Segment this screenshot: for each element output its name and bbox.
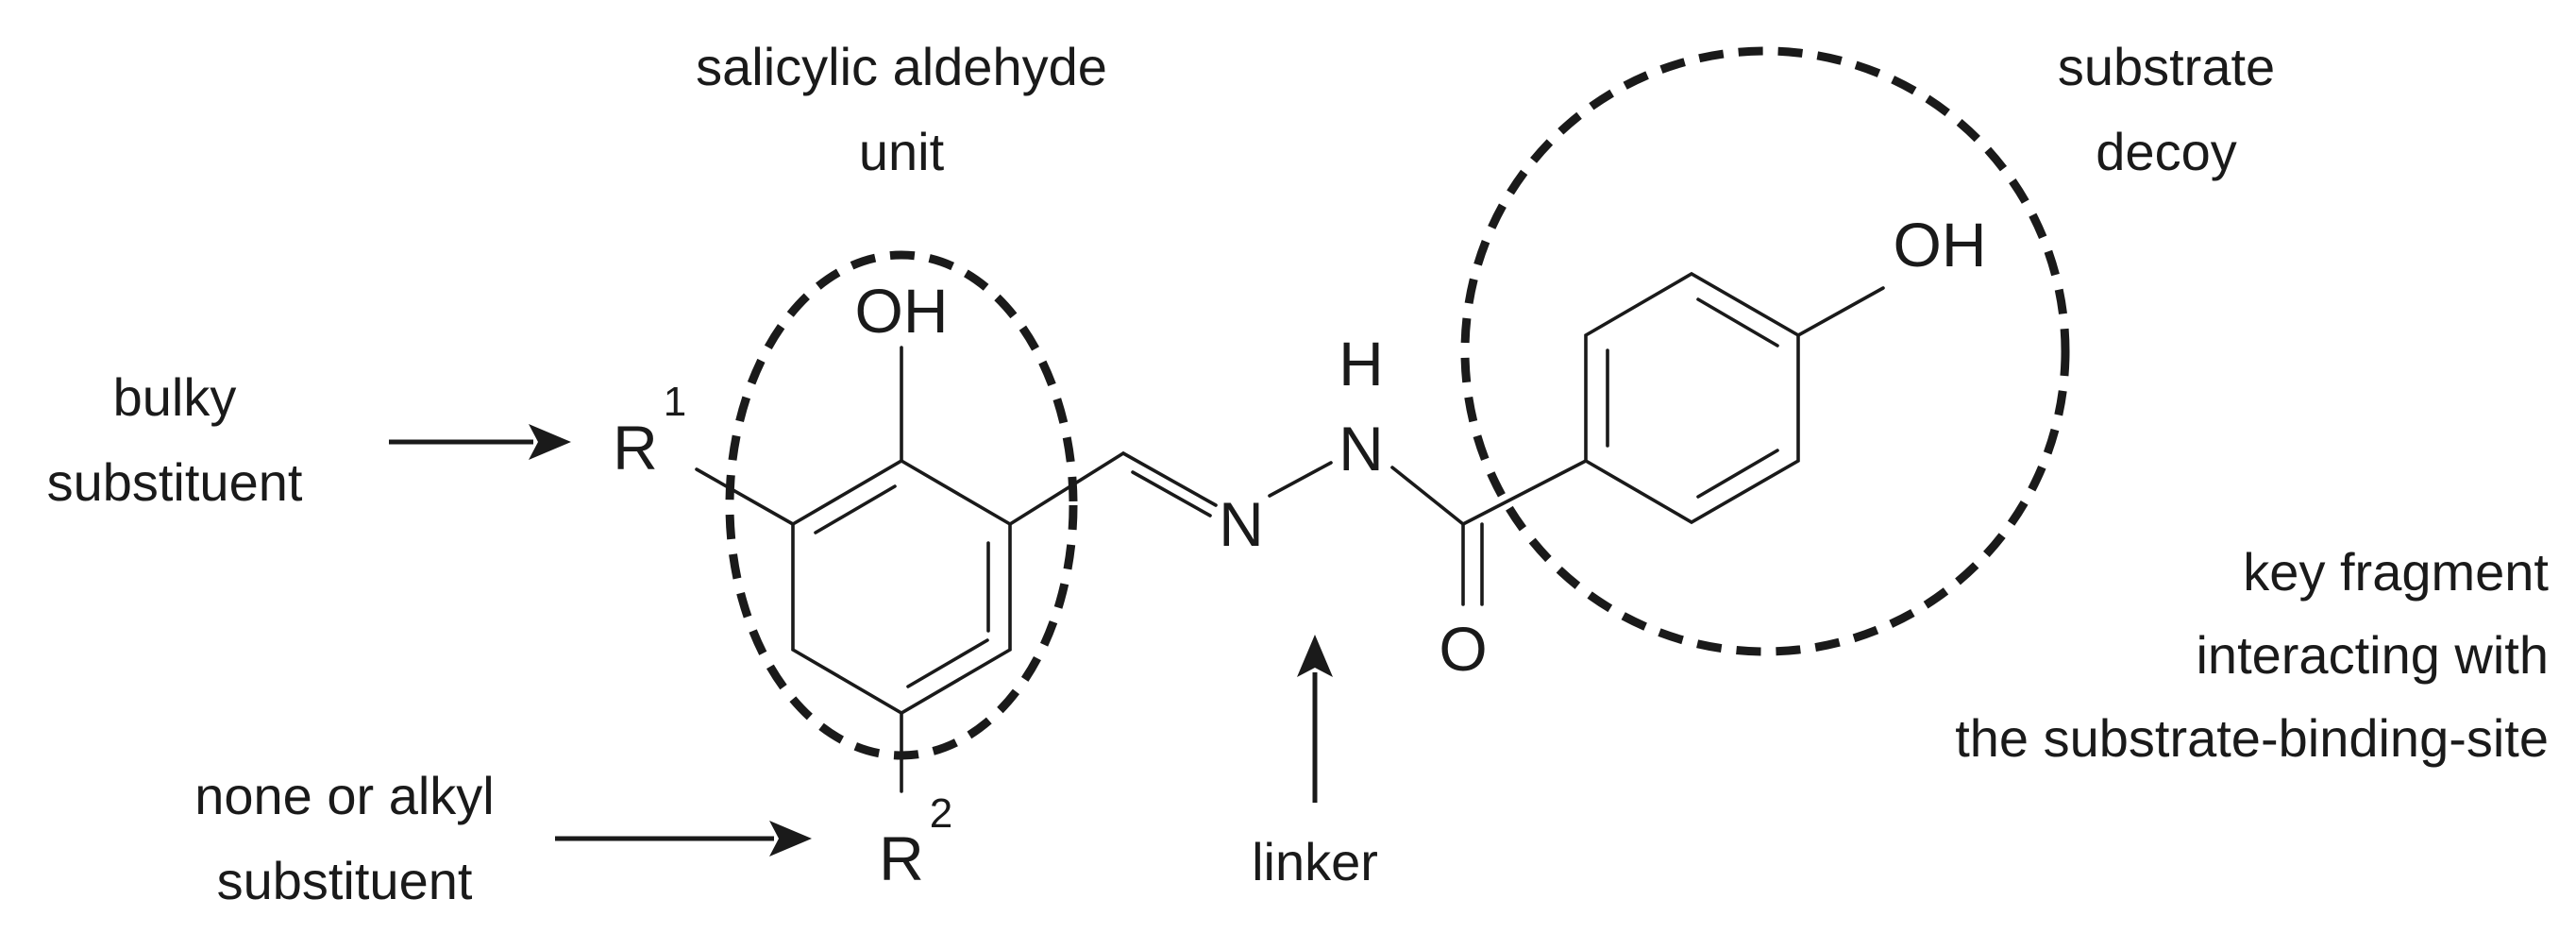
- salicylic-ring: [791, 458, 1012, 716]
- label-linker: linker: [1252, 832, 1378, 891]
- atom-oh-top: OH: [855, 276, 949, 346]
- bulky-arrow: [389, 424, 571, 460]
- atom-r1: R: [613, 413, 658, 483]
- label-bulky-line2: substituent: [47, 452, 303, 512]
- phenol-ring: [1584, 271, 1885, 525]
- label-key-line3: the substrate-binding-site: [1955, 708, 2549, 768]
- none-alkyl-arrow: [555, 821, 812, 857]
- label-salicylic-line2: unit: [859, 122, 945, 181]
- atom-h: H: [1339, 329, 1384, 399]
- label-decoy-line2: decoy: [2096, 122, 2236, 181]
- label-key-line1: key fragment: [2243, 542, 2549, 602]
- label-key-line2: interacting with: [2196, 625, 2549, 685]
- linker-arrow: [1297, 635, 1333, 803]
- atom-oh-right: OH: [1894, 210, 1987, 280]
- atom-n-amide: N: [1339, 414, 1384, 483]
- label-bulky-line1: bulky: [113, 367, 237, 427]
- hydrazone-linker-bonds: [1008, 451, 1588, 606]
- atom-r1-superscript: 1: [664, 379, 686, 425]
- substrate-decoy-highlight: [1460, 46, 2070, 656]
- label-none-line1: none or alkyl: [194, 766, 495, 825]
- atom-r2: R: [879, 823, 924, 893]
- label-none-line2: substituent: [217, 851, 473, 910]
- label-decoy-line1: substrate: [2058, 37, 2275, 96]
- label-salicylic-line1: salicylic aldehyde: [696, 37, 1107, 96]
- atom-n-imine: N: [1219, 489, 1264, 559]
- atom-r2-superscript: 2: [930, 790, 952, 837]
- left-ring-substituent-bonds: [695, 346, 903, 793]
- atom-o-carbonyl: O: [1439, 614, 1487, 684]
